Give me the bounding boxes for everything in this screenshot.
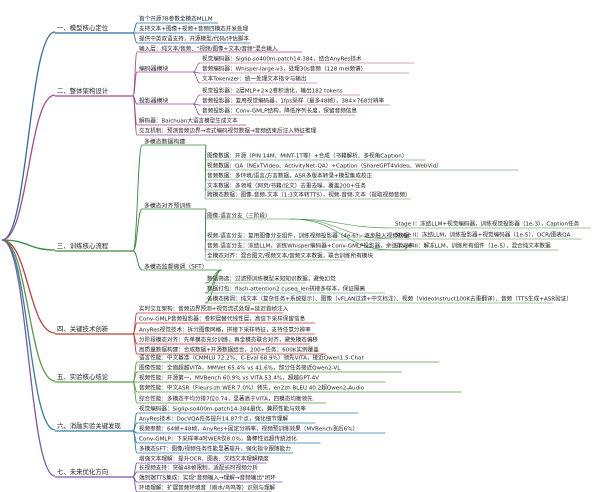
section-title-s2: 二、整体架构设计 bbox=[57, 86, 109, 95]
connector-line bbox=[132, 381, 138, 404]
s5-leaf: 语言性能：中文基准（CMMLU 72.2%、C-Eval 68.9%）领先VIT… bbox=[139, 354, 364, 362]
connector-line bbox=[132, 333, 138, 355]
s4-leaf: 高质量数据构建：合成数据+开源数据结合，200+任务、600K实例覆盖 bbox=[139, 346, 319, 354]
connector-line bbox=[1, 31, 56, 241]
connector-line bbox=[132, 22, 138, 34]
connector-line bbox=[204, 269, 223, 304]
s2-projector-leaf: 音频投影器：复用视觉编码器，1fps采样（最多48帧），384×768分辨率 bbox=[202, 97, 385, 105]
s6-leaf: 多模态SFT：图像/视频任务性能显著提升，强化指令跟随能力 bbox=[139, 445, 291, 453]
s7-leaf: 长视频支持：突破48帧限制，适配长时视频分析 bbox=[139, 464, 258, 472]
connector-line bbox=[1, 239, 56, 431]
s2-tail-leaf: 解码器：Baichuan大语言模型生成文本 bbox=[139, 117, 238, 125]
s3-stage-leaf: Stage II：冻结LLM，训练投影器+视觉编码器（1e-5），OCR/图表Q… bbox=[395, 231, 571, 239]
s2-encoder-leaf: 视觉编码器：Siglip-so400m-patch14-384，结合AnyRes… bbox=[202, 55, 362, 63]
s2-encoder-leaf: 文本Tokenizer：统一处理文本指令与输出 bbox=[202, 75, 306, 83]
s2-group-encoder: 编码器模块 bbox=[139, 65, 169, 73]
connector-line bbox=[132, 144, 143, 252]
s3-build-leaf: 图像数据：开源（PIN 14M、MINT-1T等）+合成（书籍解析、多视角Cap… bbox=[207, 152, 407, 160]
s3-sft-leaf: 数据打包：flash-attention2 cuseq_len拼接多样本，保证隔… bbox=[207, 285, 365, 293]
s4-leaf: 实时交互架构：音频边界预测+视觉流式处理=延迟首帧注入 bbox=[139, 305, 289, 313]
section-title-s4: 四、关键技术创新 bbox=[57, 324, 109, 333]
connector-line bbox=[204, 208, 207, 261]
s5-leaf: 视频性能：开源第一，MVBench 60.9% vs VITA 53.4%，超越… bbox=[139, 374, 319, 382]
s4-leaf: Conv-GMLP音频投影器：卷积层替代线性层，高信下采样保留信息 bbox=[139, 315, 306, 323]
s4-leaf: AnyRes视觉技术：拆分图像网格，拼接下采样特征，支持任意分辨率 bbox=[139, 326, 311, 334]
connector-line bbox=[1, 239, 56, 382]
section-title-s1: 一、模型核心定位 bbox=[57, 23, 109, 32]
s1-leaf: 支持文本+图像+视频+音频四模态并发处理 bbox=[139, 25, 249, 33]
connector-line bbox=[192, 62, 201, 73]
connector-line bbox=[1, 239, 56, 477]
connector-line bbox=[132, 208, 143, 252]
s3-stage-leaf: Stage III：解冻LLM，训练所有组件（1e-5），混合纯文本数据 bbox=[395, 242, 551, 250]
s3-align-leaf: 音频-语言分支：冻结LLM，训练Whisper编码器+Conv-GMLP投影器，… bbox=[207, 242, 414, 250]
s3-align-leaf: 全模态对齐：混合图文/视频文本/音频文本数据，联合训练所有模块 bbox=[207, 252, 373, 260]
s2-projector-leaf: 视觉投影器：2层MLP+2×2卷积池化，输出182 tokens bbox=[202, 87, 343, 95]
s2-tail-leaf: 交互机制：预测音频边界→流式编码视觉数据→音频结束后注入特征推理 bbox=[139, 127, 317, 135]
s3-build-leaf: 文本数据：多领域（网页/书籍/论文）去重去噪，覆盖200+任务 bbox=[207, 182, 366, 190]
connector-line bbox=[192, 71, 201, 84]
s3-stage-head: 图像-语言分支（三阶段） bbox=[207, 212, 271, 220]
connector-line bbox=[132, 32, 138, 44]
s2-group-projector: 投影器模块 bbox=[139, 97, 169, 105]
s3-build-leaf: 跨模态数据：图像-音频-文本（1:3文本转TTS），视频-音频-文本（提取视频音… bbox=[207, 191, 411, 199]
s3-sft-leaf: 数据筛选：过滤预训练模型未知知识数据，避免幻觉 bbox=[207, 275, 336, 283]
connector-line bbox=[1, 239, 56, 334]
connector-line bbox=[289, 218, 394, 229]
s3-align-leaf: 视频-语言分支：复用图像分支组件，训练视频投影器（4e-6），逐步融入视频数据 bbox=[207, 232, 409, 240]
s3-sft-leaf: 各模态微调：纯文本（复杂任务+系统提示）、图像（vFLAN过滤+中文标注）、视频… bbox=[207, 295, 572, 303]
s6-leaf: AnyRes技术：DocVQA任务提升14.87个点，强化细节理解 bbox=[139, 415, 288, 423]
s5-leaf: 图像性能：全面超越VITA，MMVet 65.4% vs 41.6%，部分任务接… bbox=[139, 364, 341, 372]
s4-leaf: 分阶段模态对齐：先单模态充分训练，再全模态联合对齐，避免模态偏移 bbox=[139, 336, 318, 344]
s5-leaf: 音频性能：中文ASR（Fleurs-zh WER 7.0%）领先，en2zh B… bbox=[139, 384, 365, 392]
connector-line bbox=[289, 218, 394, 251]
s5-leaf: 综合性能：多模态平均分排7位0.74，显著高于VITA，四模态均衡领先 bbox=[139, 395, 313, 403]
connector-line bbox=[192, 94, 201, 105]
s6-leaf: 视觉编码器：Siglip-so400m-patch14-384最优，兼顾性能与效… bbox=[139, 405, 306, 413]
s3-build-leaf: 音频数据：多环境/语言/方言数据，ASR多版本转录+模型集成校正 bbox=[207, 172, 373, 180]
connector-line bbox=[204, 144, 207, 200]
s6-leaf: Conv-GMLP：下采样率4时WER仅8.0%，鲁棒性远超传统池化 bbox=[139, 435, 297, 443]
connector-line bbox=[192, 103, 201, 116]
s2-projector-leaf: 音频投影器：Conv-GMLP结构，降低序列长度，保留音频信息 bbox=[202, 107, 357, 115]
s2-input-leaf: 输入层：纯文本/音频、"视频/图像+文本/音频"混合输入 bbox=[139, 45, 278, 53]
s2-encoder-leaf: 音频编码器：Whisper-large-v3，处理30s音频（128 mel频谱… bbox=[202, 65, 366, 73]
connector-line bbox=[1, 239, 56, 251]
connector-line bbox=[1, 94, 56, 241]
s6-leaf: 视频参数：64帧+48帧，AnyRes+固定分辨率，视频预训练效果（MVBenc… bbox=[139, 425, 358, 433]
s7-leaf: 环境理解：扩展音频环境音（雨水/鸟鸣等）识别与理解 bbox=[139, 484, 276, 492]
s3-build-leaf: 视频数据：QA（NExTVideo、ActivityNet-QA）+Captio… bbox=[207, 162, 442, 170]
connector-line bbox=[132, 250, 143, 271]
s1-leaf: 提供中英双语支持，开源模型/代码/评估脚本 bbox=[139, 35, 249, 43]
section-title-s5: 五、实验核心结论 bbox=[57, 372, 109, 381]
s3-build-title: 多模态数据构建 bbox=[144, 138, 185, 146]
connector-line bbox=[132, 95, 138, 136]
section-title-s7: 七、未来优化方向 bbox=[57, 467, 108, 476]
s3-sft-title: 多模态监督微调（SFT） bbox=[144, 263, 208, 271]
s1-leaf: 首个开源7B参数全模态MLLM bbox=[139, 15, 213, 23]
s7-leaf: 端到端TTS集成：实现"音频输入→理解→音频输出"闭环 bbox=[139, 474, 276, 482]
connector-line bbox=[132, 430, 138, 454]
section-title-s6: 六、消融实验关键发现 bbox=[57, 421, 122, 430]
s3-align-title: 多模态对齐预训练 bbox=[144, 202, 191, 210]
s3-stage-leaf: Stage I：冻结LLM+视觉编码器，训练视觉投影器（1e-3），Captio… bbox=[395, 220, 580, 228]
connector-line bbox=[132, 71, 138, 97]
s7-leaf: 增强文本理解：提升OCR、图表、文档文本理解精度 bbox=[139, 455, 269, 463]
section-title-s3: 三、训练核心流程 bbox=[57, 241, 109, 250]
